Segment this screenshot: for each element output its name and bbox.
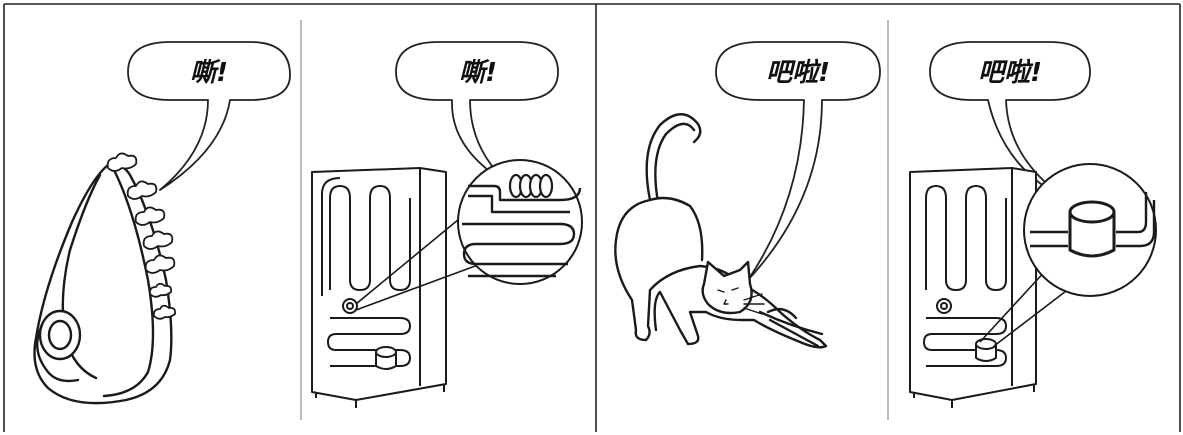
panel-dividers xyxy=(300,20,889,420)
panel-1: 嘶! xyxy=(33,41,291,405)
diagram-frame xyxy=(3,3,1181,432)
refrigerator-back-illustration-1 xyxy=(311,159,583,408)
speech-text-4: 吧啦! xyxy=(978,58,1042,88)
steam-iron-illustration xyxy=(33,152,177,405)
stretching-cat-illustration xyxy=(614,113,828,349)
speech-text-2: 嘶! xyxy=(459,58,497,88)
panel-2: 嘶! xyxy=(311,41,583,408)
speech-bubble-1 xyxy=(127,41,291,191)
panel-3: 吧啦! xyxy=(614,41,881,349)
panel-4: 吧啦! xyxy=(909,41,1157,408)
speech-text-1: 嘶! xyxy=(190,58,228,88)
speech-text-3: 吧啦! xyxy=(766,58,830,88)
refrigerator-back-illustration-2 xyxy=(909,163,1157,408)
